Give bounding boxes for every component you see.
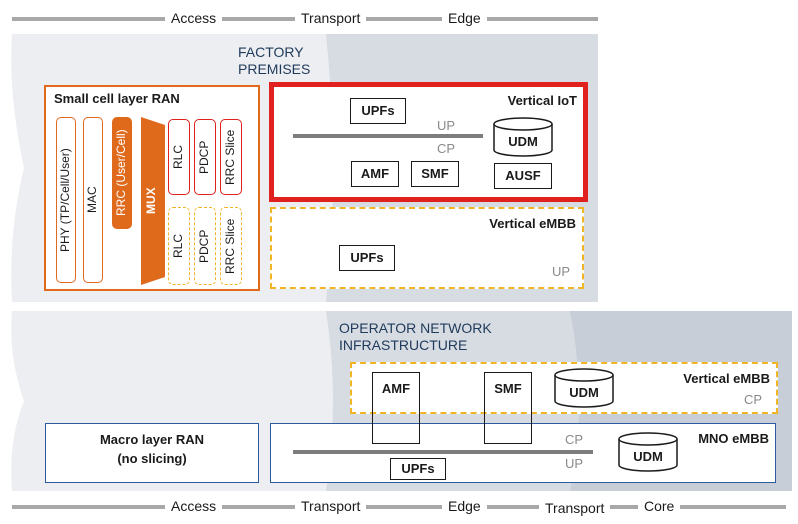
vertical-iot-title: Vertical IoT — [507, 93, 577, 108]
factory-embb-up-label: UP — [551, 264, 570, 279]
slice2-pdcp: PDCP — [194, 207, 216, 285]
mno-udm-label: UDM — [633, 449, 663, 464]
phy-block: PHY (TP/Cell/User) — [56, 117, 76, 283]
mac-label: MAC — [85, 186, 99, 214]
slice1-pdcp: PDCP — [194, 119, 216, 195]
scale-bottom-access: Access — [165, 498, 223, 514]
mno-udm-cylinder — [618, 432, 678, 472]
operator-smf-label: SMF — [494, 381, 522, 396]
slice1-pdcp-label: PDCP — [197, 140, 211, 174]
factory-heading-line1: FACTORY — [238, 44, 304, 60]
iot-cp-label: CP — [437, 141, 456, 156]
slice2-rrc-slice-label: RRC Slice — [223, 218, 237, 274]
factory-heading-line2: PREMISES — [238, 61, 311, 77]
slice1-rlc: RLC — [168, 119, 190, 195]
iot-ausf-box: AUSF — [494, 163, 552, 189]
scale-bottom-core: Core — [638, 498, 681, 514]
scale-bottom-transport1: Transport — [295, 498, 367, 514]
factory-vertical-embb-title: Vertical eMBB — [489, 216, 576, 231]
mno-up-label: UP — [565, 456, 584, 471]
scale-bottom-transport2: Transport — [539, 500, 611, 516]
operator-heading-line1: OPERATOR NETWORK — [339, 320, 492, 336]
bottom-scale: Access Transport Edge Transport Core — [12, 498, 786, 516]
operator-vembb-cp-label: CP — [743, 392, 762, 407]
factory-vertical-embb-box: Vertical eMBB UP — [270, 207, 584, 289]
scale-label-edge: Edge — [442, 10, 487, 26]
scale-label-transport: Transport — [295, 10, 367, 26]
slice1-rlc-label: RLC — [171, 145, 185, 170]
operator-amf-label: AMF — [381, 381, 411, 396]
mno-upfs-box: UPFs — [390, 458, 446, 480]
slice1-rrc-slice: RRC Slice — [220, 119, 242, 195]
operator-amf-box: AMF — [372, 372, 420, 444]
operator-vertical-embb-title: Vertical eMBB — [683, 371, 770, 386]
slice2-rrc-slice: RRC Slice — [220, 207, 242, 285]
mno-embb-box: MNO eMBB — [270, 423, 776, 483]
rrc-label: RRC (User/Cell) — [114, 129, 128, 217]
operator-smf-box: SMF — [484, 372, 532, 444]
macro-ran-line1: Macro layer RAN — [99, 432, 205, 447]
iot-smf-box: SMF — [411, 161, 459, 187]
vembb-udm-cylinder — [554, 368, 614, 408]
iot-amf-box: AMF — [351, 161, 399, 187]
iot-upfs-box: UPFs — [350, 98, 406, 124]
mno-plane-bar — [293, 450, 593, 454]
operator-heading: OPERATOR NETWORK INFRASTRUCTURE — [339, 320, 492, 354]
top-scale: Access Transport Edge — [12, 10, 598, 26]
iot-plane-bar — [293, 134, 483, 138]
mno-cp-label: CP — [565, 432, 584, 447]
iot-udm-label: UDM — [508, 134, 538, 149]
scale-bottom-edge: Edge — [442, 498, 487, 514]
mno-embb-title: MNO eMBB — [698, 431, 769, 446]
factory-heading: FACTORY PREMISES — [238, 44, 310, 78]
iot-up-label: UP — [437, 118, 456, 133]
scale-label-access: Access — [165, 10, 223, 26]
slice1-rrc-slice-label: RRC Slice — [223, 129, 237, 185]
phy-label: PHY (TP/Cell/User) — [58, 148, 72, 252]
macro-ran-box: Macro layer RAN (no slicing) — [45, 423, 259, 483]
rrc-block: RRC (User/Cell) — [112, 117, 132, 229]
slice2-rlc: RLC — [168, 207, 190, 285]
mux-label: MUX — [144, 187, 158, 215]
slice2-rlc-label: RLC — [171, 234, 185, 259]
vembb-udm-label: UDM — [569, 385, 599, 400]
slice2-pdcp-label: PDCP — [197, 229, 211, 263]
mux-block — [141, 117, 165, 285]
small-cell-ran-title: Small cell layer RAN — [54, 91, 180, 106]
operator-heading-line2: INFRASTRUCTURE — [339, 337, 468, 353]
macro-ran-line2: (no slicing) — [117, 451, 187, 466]
iot-udm-cylinder — [493, 117, 553, 157]
mac-block: MAC — [83, 117, 103, 283]
factory-embb-upfs-box: UPFs — [339, 245, 395, 271]
